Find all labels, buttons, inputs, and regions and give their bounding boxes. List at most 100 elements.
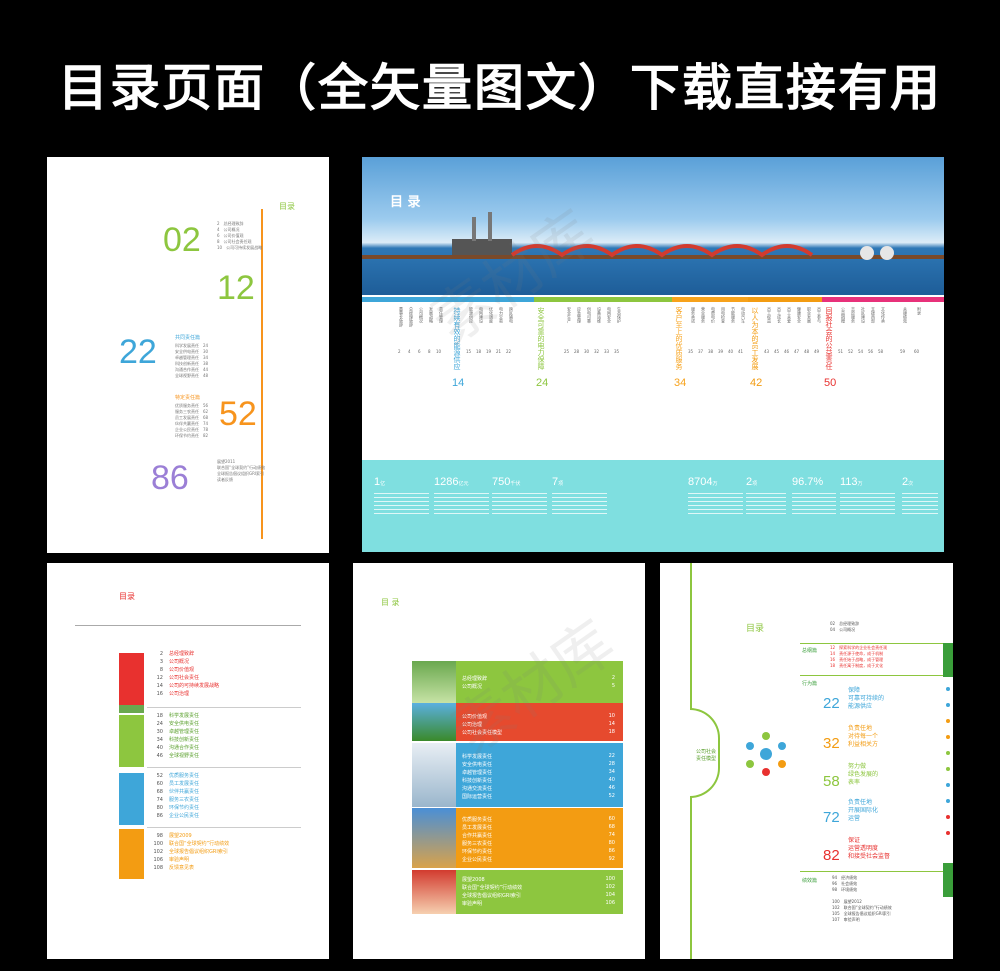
toc-entry: 全球报告倡议组织GRI索引 (462, 893, 521, 899)
tail-list: 100 展望2012 102 联合国“全球契约”行动绩效 105 全球报告倡议组… (832, 899, 892, 922)
page-number: 39 (718, 349, 724, 354)
toc-entry: 总经理致辞 (409, 307, 414, 327)
section-list: 科学发展责任 24 安全供电责任 30 卓越管理责任 34 科技创新责任 38 … (175, 343, 209, 378)
toc-entry: 公司概况 (419, 307, 424, 323)
toc-entry: 职业发展 (807, 307, 812, 323)
toc-entry: 附录 (917, 307, 922, 315)
chapter-title[interactable]: 负责任地开展国际化运营 (848, 799, 879, 822)
divider (800, 871, 946, 872)
toc-band[interactable]: 展望2008 联合国“全球契约”行动绩效 全球报告倡议组织GRI索引 审验声明 … (412, 870, 623, 914)
toc-entry: 总经理致辞 (462, 676, 488, 682)
toc-entry: 服务三农责任 (462, 841, 493, 847)
chapter-title[interactable]: 保证运营透明度和接受社会监督 (848, 837, 891, 860)
toc-entry: 公司社会责任模型 (462, 730, 503, 736)
chapter-title: 客户至上的优质服务 (675, 307, 683, 370)
chapter-title[interactable]: 保障可靠可持续的能源供应 (848, 687, 885, 710)
toc-entry: 文化传承 (881, 307, 886, 323)
head-list: 02 总经理致辞 04 公司概况 (830, 621, 860, 632)
chapter-number: 02 (163, 221, 201, 259)
page-number: 10 (436, 349, 442, 354)
chapter-number: 82 (823, 847, 840, 864)
page-number: 86 (608, 848, 615, 854)
stat: 750千伏 (492, 476, 521, 488)
side-tab[interactable] (943, 863, 953, 897)
page-number: 74 (608, 832, 615, 838)
page-number: 28 (608, 761, 615, 767)
thumbnail-image (412, 743, 456, 807)
page-number: 43 (764, 349, 770, 354)
headline: 目录页面（全矢量图文）下载直接有用 (58, 59, 942, 117)
toc-band[interactable]: 优质服务责任 员工发展责任 合作共赢责任 服务三农责任 环保节约责任 企业公民责… (412, 808, 623, 868)
page-number: 8 (428, 349, 431, 354)
page-number: 104 (605, 892, 615, 898)
page-number: 32 (594, 349, 600, 354)
page-number: 2 (611, 675, 615, 681)
page-number: 18 (476, 349, 482, 354)
chapter-dots (946, 687, 950, 847)
page-number: 46 (784, 349, 790, 354)
perf-list: 94 经济绩效 96 社会绩效 98 环境绩效 (832, 875, 858, 892)
toc-entry: 科技创新责任 (462, 778, 493, 784)
page-number: 52 (608, 793, 615, 799)
page-number: 22 (506, 349, 512, 354)
page-number: 60 (914, 349, 920, 354)
divider (800, 643, 946, 644)
toc-entry: 社区建设 (861, 307, 866, 323)
divider (147, 767, 301, 768)
divider (147, 707, 301, 708)
toc-entry: 节能服务 (731, 307, 736, 323)
color-block (119, 829, 144, 879)
page-number: 102 (605, 884, 615, 890)
toc-entry: 公益捐赠 (841, 307, 846, 323)
toc-page-1: 目录 02 12 22 52 86 2 总经理致辞 4 公司概况 6 公司价值观… (47, 157, 329, 553)
toc-entry: 国际运营责任 (462, 794, 493, 800)
chapter-number: 86 (151, 459, 189, 497)
page-number: 35 (688, 349, 694, 354)
stat-description (746, 493, 786, 517)
thumbnail-image (412, 661, 456, 703)
chapter-number: 72 (823, 809, 840, 826)
chapter-number: 50 (824, 377, 837, 389)
page-number: 22 (608, 753, 615, 759)
color-bar (534, 297, 672, 302)
page-number: 38 (708, 349, 714, 354)
stat: 96.7% (792, 476, 824, 488)
page-number: 68 (608, 824, 615, 830)
toc-entry: 生态保护 (617, 307, 622, 323)
toc-entry: 员工权益 (767, 307, 772, 323)
chapter-title[interactable]: 努力做绿色发展的表率 (848, 763, 879, 786)
chapter-title[interactable]: 负责任地对待每一个利益相关方 (848, 725, 879, 748)
toc-entry: 电费电价 (711, 307, 716, 323)
chapter-title: 以人为本的员工发展 (751, 307, 759, 370)
stat-description (434, 493, 489, 517)
toc-band[interactable]: 总经理致辞 公司概况 2 5 (412, 661, 623, 703)
divider (75, 625, 301, 626)
toc-band[interactable]: 科学发展责任 安全供电责任 卓越管理责任 科技创新责任 沟通交流责任 国际运营责… (412, 743, 623, 807)
toc-entry: 卓越管理责任 (462, 770, 493, 776)
toc-band[interactable]: 公司价值观 公司治理 公司社会责任模型 10 14 18 (412, 703, 623, 741)
side-tab[interactable] (943, 643, 953, 677)
